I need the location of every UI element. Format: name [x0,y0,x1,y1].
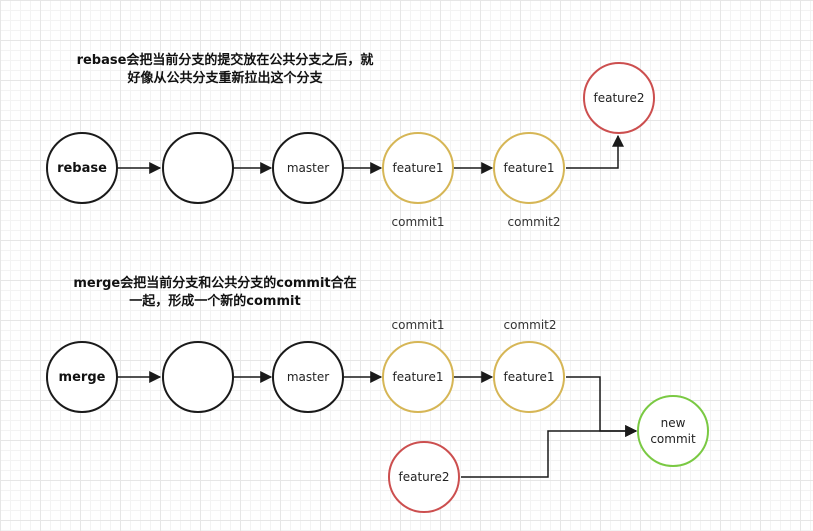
merge-caption: merge会把当前分支和公共分支的commit合在 一起，形成一个新的commi… [40,275,390,311]
svg-text:commit: commit [650,432,696,446]
node-merge-empty [162,341,234,413]
merge-label-commit2: commit2 [503,318,557,332]
svg-text:feature1: feature1 [504,161,555,175]
node-merge-commit1: feature1 [382,341,454,413]
node-merge-commit2: feature1 [493,341,565,413]
svg-text:merge: merge [59,370,106,385]
rebase-caption-line2: 好像从公共分支重新拉出这个分支 [127,71,323,86]
svg-text:feature1: feature1 [504,370,555,384]
node-new-commit: new commit [637,395,709,467]
edge-commit2-to-feature2 [566,134,624,169]
merge-label-commit1: commit1 [391,318,445,332]
svg-text:new: new [661,416,686,430]
svg-text:feature1: feature1 [393,161,444,175]
merge-caption-line1: merge会把当前分支和公共分支的commit合在 [73,276,357,291]
merge-caption-line2: 一起，形成一个新的commit [129,294,301,309]
rebase-caption: rebase会把当前分支的提交放在公共分支之后，就 好像从公共分支重新拉出这个分… [50,52,400,88]
edge-feature2-to-new-commit [461,425,638,478]
svg-text:master: master [287,161,329,175]
node-merge-master: master [272,341,344,413]
svg-text:rebase: rebase [57,161,107,176]
edge-commit2-to-new-commit [566,376,638,437]
node-rebase-feature2: feature2 [583,62,655,134]
svg-text:master: master [287,370,329,384]
node-rebase: rebase [46,132,118,204]
node-rebase-commit2: feature1 [493,132,565,204]
svg-text:feature1: feature1 [393,370,444,384]
node-merge-feature2: feature2 [388,441,460,513]
node-rebase-commit1: feature1 [382,132,454,204]
rebase-label-commit2: commit2 [507,215,561,229]
node-rebase-empty [162,132,234,204]
svg-text:feature2: feature2 [594,91,645,105]
node-rebase-master: master [272,132,344,204]
rebase-label-commit1: commit1 [391,215,445,229]
rebase-caption-line1: rebase会把当前分支的提交放在公共分支之后，就 [76,53,374,68]
svg-text:feature2: feature2 [399,470,450,484]
node-merge: merge [46,341,118,413]
